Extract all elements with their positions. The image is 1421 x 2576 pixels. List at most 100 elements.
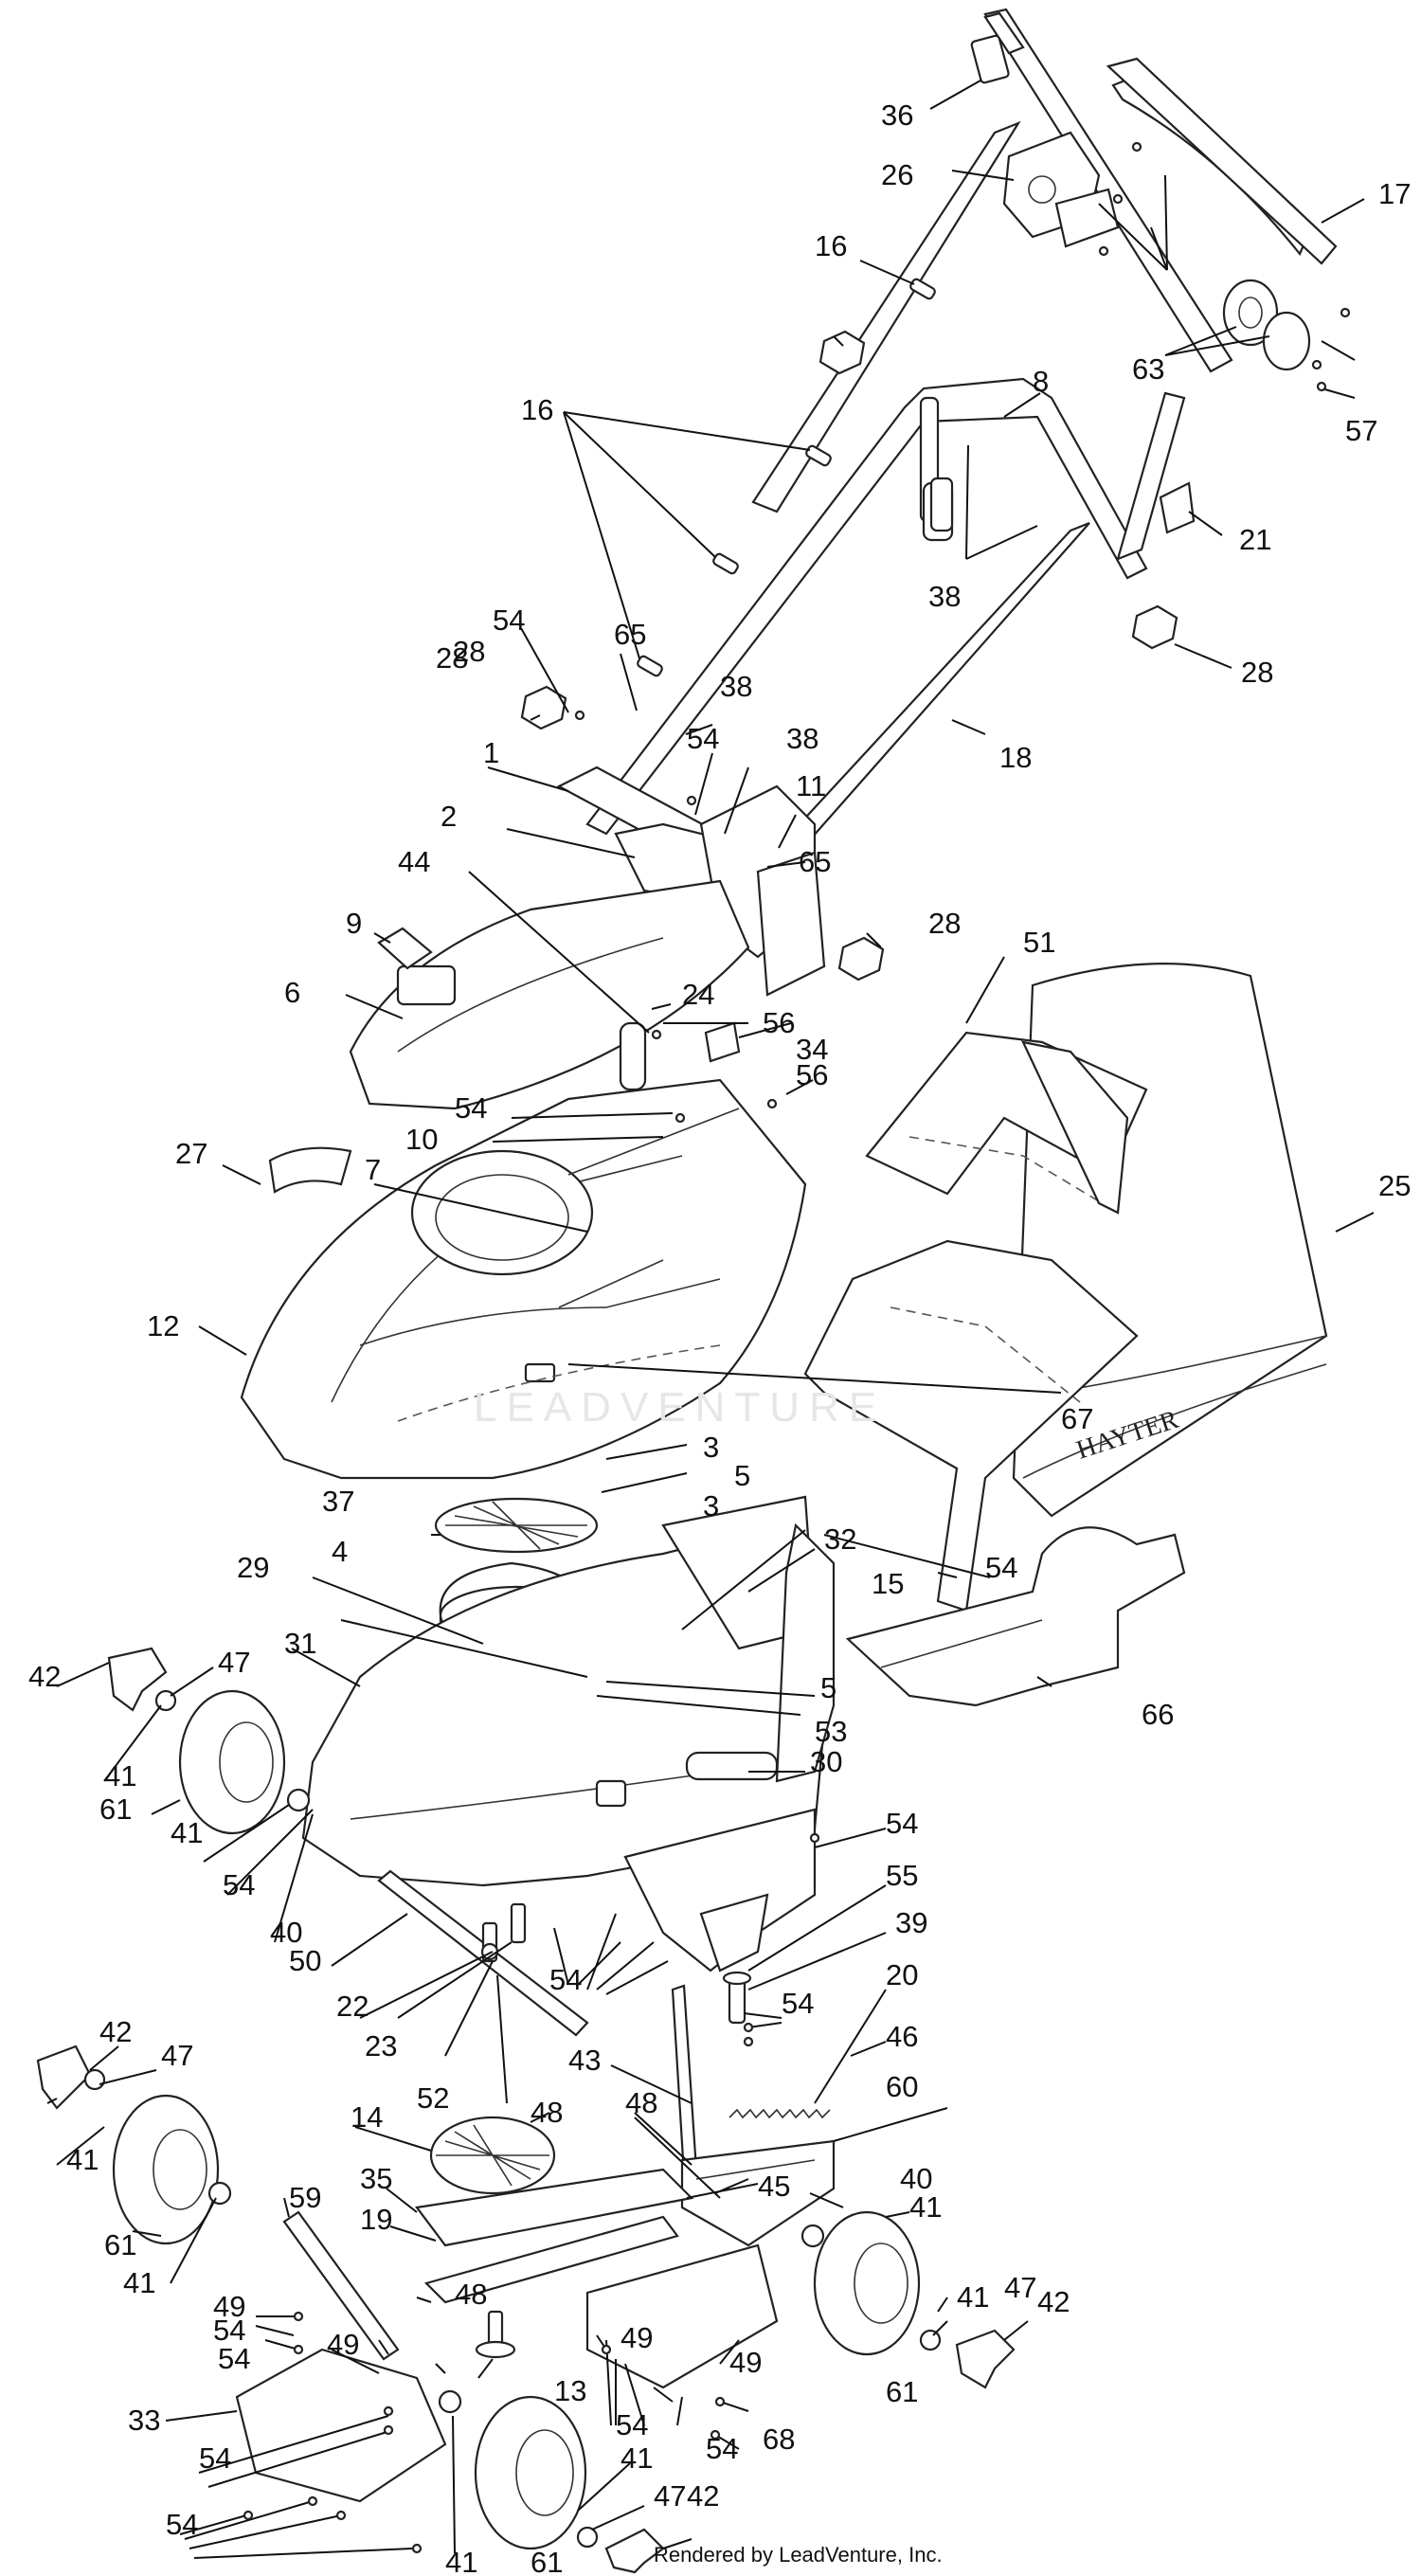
cutting-fan <box>429 2116 556 2195</box>
blade-boss <box>475 2310 516 2359</box>
label-decal <box>377 927 433 970</box>
pin-16b <box>805 444 832 467</box>
bearing-41c <box>438 2389 462 2414</box>
callout-16: 16 <box>521 393 553 426</box>
callout-28: 28 <box>453 635 485 668</box>
callout-18: 18 <box>999 741 1032 774</box>
callout-54: 54 <box>549 1963 582 1996</box>
callout-65: 65 <box>614 618 646 651</box>
knob-28c <box>520 685 567 730</box>
knob-28a <box>818 330 866 375</box>
foam-strip <box>268 1146 352 1194</box>
callout-31: 31 <box>284 1627 316 1660</box>
parts-illustration: HAYTER <box>36 8 1338 2574</box>
callout-29: 29 <box>237 1551 269 1584</box>
callout-45: 45 <box>758 2170 790 2203</box>
callout-6: 6 <box>284 976 300 1009</box>
callout-3: 3 <box>703 1431 719 1464</box>
callout-61: 61 <box>104 2228 136 2261</box>
callout-28: 28 <box>1241 656 1273 689</box>
callout-54: 54 <box>493 603 525 637</box>
callout-12: 12 <box>147 1309 179 1342</box>
callout-61: 61 <box>886 2375 918 2408</box>
rear-housing <box>775 1522 836 1783</box>
callout-35: 35 <box>360 2162 392 2195</box>
callout-38: 38 <box>786 722 818 755</box>
callout-4: 4 <box>332 1535 348 1568</box>
callout-13: 13 <box>554 2374 586 2407</box>
axle-bolts <box>480 1902 527 1963</box>
callout-53: 53 <box>815 1715 847 1748</box>
hubcap-2 <box>36 2045 92 2110</box>
callout-24: 24 <box>682 978 714 1011</box>
callout-67: 67 <box>1061 1402 1093 1435</box>
callout-11: 11 <box>796 769 826 802</box>
callout-65: 65 <box>799 845 831 878</box>
callout-5: 5 <box>820 1671 836 1704</box>
callout-54: 54 <box>213 2314 245 2347</box>
mount-bracket <box>585 2243 779 2389</box>
callout-63: 63 <box>1132 352 1164 386</box>
callout-22: 22 <box>336 1990 369 2023</box>
wheel-rear-left <box>178 1689 286 1835</box>
callout-49: 49 <box>327 2328 359 2361</box>
hubcap-3 <box>955 2329 1016 2389</box>
render-credit: Rendered by LeadVenture, Inc. <box>654 2543 943 2567</box>
callout-7: 7 <box>365 1153 381 1186</box>
return-spring <box>728 2108 831 2119</box>
callout-60: 60 <box>886 2070 918 2103</box>
callout-47: 47 <box>1004 2271 1036 2304</box>
callout-21: 21 <box>1239 523 1271 556</box>
callout-50: 50 <box>289 1944 321 1977</box>
knob-28b <box>1131 604 1178 650</box>
callout-52: 52 <box>417 2081 449 2115</box>
callout-15: 15 <box>872 1567 904 1600</box>
callout-56: 56 <box>763 1006 795 1039</box>
callout-41: 41 <box>104 1759 136 1792</box>
leader-lines <box>46 80 1375 2559</box>
callout-16: 16 <box>815 229 847 262</box>
callout-41: 41 <box>957 2280 989 2314</box>
callout-56: 56 <box>796 1058 828 1091</box>
cable-clip <box>1222 279 1311 371</box>
callout-40: 40 <box>900 2162 932 2195</box>
callout-3: 3 <box>703 1489 719 1522</box>
callout-59: 59 <box>289 2181 321 2214</box>
callout-51: 51 <box>1023 926 1055 959</box>
callout-42: 42 <box>1037 2285 1070 2318</box>
rear-axle-bar <box>423 2215 679 2304</box>
callout-14: 14 <box>351 2100 383 2134</box>
callout-17: 17 <box>1378 177 1411 210</box>
hubcap-4 <box>604 2528 665 2574</box>
hubcap-1 <box>107 1647 168 1712</box>
washer-47c <box>919 2329 942 2351</box>
watermark: LEADVENTURE <box>474 1384 886 1431</box>
callout-48: 48 <box>531 2096 563 2129</box>
pin-16c <box>712 552 739 575</box>
cable-plug <box>929 477 954 532</box>
bearing-41a <box>286 1788 311 1812</box>
callout-54: 54 <box>687 722 719 755</box>
callout-23: 23 <box>365 2029 397 2063</box>
callout-54: 54 <box>218 2342 250 2375</box>
callout-55: 55 <box>886 1859 918 1892</box>
cable-clip-21 <box>1159 481 1196 534</box>
axle-rod <box>282 2210 400 2361</box>
callout-54: 54 <box>455 1091 487 1125</box>
callout-61: 61 <box>531 2546 563 2576</box>
callout-54: 54 <box>985 1551 1017 1584</box>
callout-47: 47 <box>654 2479 686 2513</box>
callout-41: 41 <box>621 2441 653 2475</box>
callout-41: 41 <box>123 2266 155 2299</box>
callout-39: 39 <box>895 1906 927 1939</box>
callout-10: 10 <box>405 1123 438 1156</box>
callout-47: 47 <box>218 1646 250 1679</box>
height-adjust-lever <box>671 1984 836 2247</box>
callout-26: 26 <box>881 158 913 191</box>
callout-48: 48 <box>455 2278 487 2311</box>
callout-54: 54 <box>199 2441 231 2475</box>
callout-49: 49 <box>621 2321 653 2354</box>
callout-54: 54 <box>616 2408 648 2441</box>
callout-27: 27 <box>175 1137 207 1170</box>
callout-36: 36 <box>881 99 913 132</box>
